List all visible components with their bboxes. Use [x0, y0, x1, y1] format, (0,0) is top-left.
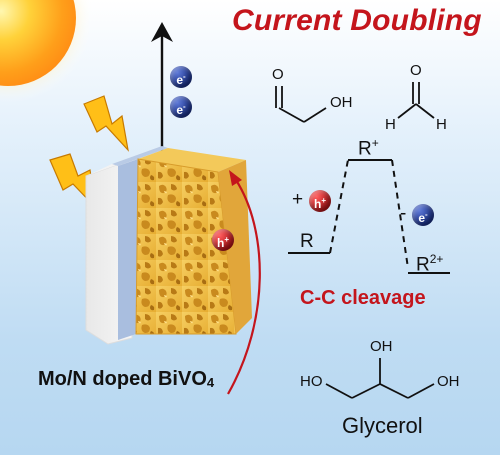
arrow-head-icon — [229, 170, 242, 186]
energy-diagram — [288, 159, 450, 274]
glycerol-oh-right-label: OH — [437, 373, 460, 390]
glycerol-ho-left-label: HO — [300, 373, 323, 390]
cc-cleavage-label: C-C cleavage — [300, 287, 426, 309]
glycerol-label: Glycerol — [342, 413, 423, 438]
sun-icon — [0, 0, 76, 86]
plus-sign: + — [292, 189, 304, 210]
minus-sign: - — [400, 203, 407, 224]
device-label: Mo/N doped BiVO4 — [38, 368, 215, 390]
fto-layer — [118, 159, 138, 340]
r-label: R — [300, 231, 314, 252]
formaldehyde-o-label: O — [410, 62, 422, 79]
hole-icon: h+ — [212, 229, 234, 251]
transition-oxidation — [329, 159, 349, 254]
title: Current Doubling — [232, 4, 482, 37]
glycolaldehyde-structure — [275, 86, 327, 123]
lightning-bolt-icon — [83, 95, 129, 152]
glycerol-oh-top-label: OH — [370, 338, 393, 355]
formaldehyde-h-label: H — [436, 116, 447, 133]
formaldehyde-structure — [397, 82, 435, 119]
electron-icon: e- — [412, 204, 434, 226]
transition-electron-injection — [391, 159, 409, 269]
r-plus-label: R+ — [358, 136, 379, 160]
hole-icon: h+ — [309, 190, 331, 212]
glycolaldehyde-o-label: O — [272, 66, 284, 83]
glycolaldehyde-oh-label: OH — [330, 94, 353, 111]
electron-icon: e- — [170, 66, 192, 88]
glycerol-structure — [325, 358, 435, 399]
curved-arrow — [227, 179, 261, 395]
arrow-up-icon — [151, 22, 173, 42]
r2-plus-label: R2+ — [416, 252, 444, 276]
bivo4-top-surface — [138, 148, 246, 172]
electron-icon: e- — [170, 96, 192, 118]
photoanode-device — [85, 146, 252, 345]
formaldehyde-h-label: H — [385, 116, 396, 133]
